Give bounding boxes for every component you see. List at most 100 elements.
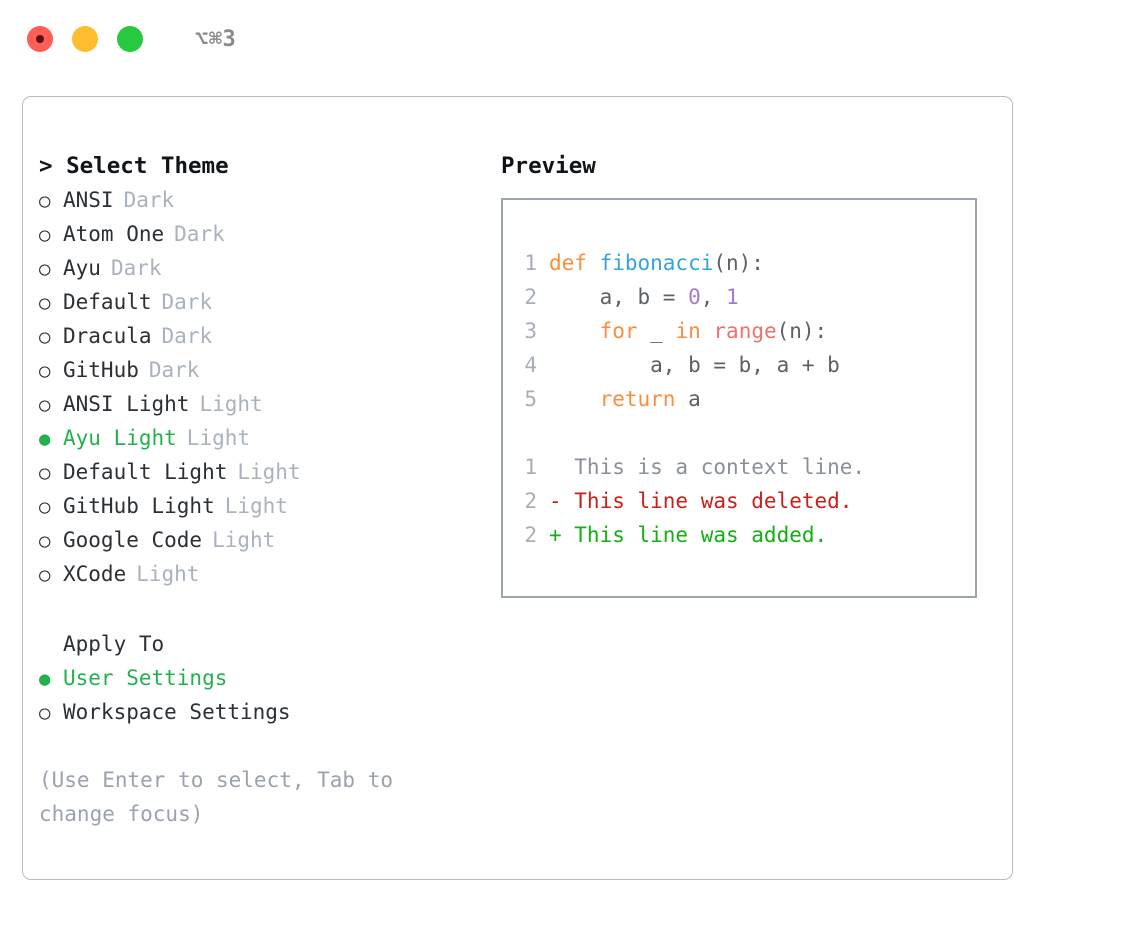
apply-to-section: Apply To ● User Settings ○ Workspace Settin… xyxy=(39,627,469,729)
code-token: return xyxy=(599,387,676,411)
theme-option-label: Google Code xyxy=(63,528,203,552)
code-token: def xyxy=(549,251,600,275)
traffic-lights xyxy=(27,26,143,52)
code-line: 3 for _ in range(n): xyxy=(503,314,975,348)
theme-option-label: GitHub xyxy=(63,358,139,382)
keyboard-hint-text: (Use Enter to select, Tab to change focu… xyxy=(39,768,406,826)
diff-line-text: - This line was deleted. xyxy=(549,489,853,513)
preview-spacer xyxy=(503,416,975,450)
code-token xyxy=(549,387,600,411)
theme-option-3[interactable]: ○ Default Dark xyxy=(39,285,469,319)
code-token xyxy=(549,319,600,343)
theme-option-label: Ayu Light xyxy=(63,426,177,450)
radio-unselected-icon: ○ xyxy=(39,462,51,484)
radio-unselected-icon: ○ xyxy=(39,360,51,382)
code-token: a xyxy=(675,387,701,411)
diff-line: 2 - This line was deleted. xyxy=(503,484,975,518)
theme-option-tag: Light xyxy=(186,426,251,450)
theme-option-tag: Light xyxy=(212,528,276,552)
radio-unselected-icon: ○ xyxy=(39,496,51,518)
theme-option-7[interactable]: ● Ayu Light Light xyxy=(39,421,469,455)
theme-option-label: XCode xyxy=(63,562,127,586)
radio-unselected-icon: ○ xyxy=(39,190,51,212)
code-token xyxy=(701,319,714,343)
code-token: range xyxy=(713,319,777,343)
theme-option-label: GitHub Light xyxy=(63,494,215,518)
theme-option-9[interactable]: ○ GitHub Light Light xyxy=(39,489,469,523)
code-line: 5 return a xyxy=(503,382,975,416)
title-bar: ⌥⌘3 xyxy=(0,0,1140,78)
theme-option-tag: Light xyxy=(224,494,288,518)
theme-option-0[interactable]: ○ ANSI Dark xyxy=(39,183,469,217)
apply-to-option-label: Workspace Settings xyxy=(63,700,291,724)
theme-option-tag: Dark xyxy=(123,188,175,212)
apply-to-option-0[interactable]: ● User Settings xyxy=(39,661,469,695)
code-line-text: def fibonacci(n): xyxy=(549,246,764,280)
code-token: 0 xyxy=(688,285,701,309)
code-token: fibonacci xyxy=(599,251,714,275)
code-line: 2 a, b = 0, 1 xyxy=(503,280,975,314)
theme-option-tag: Light xyxy=(237,460,301,484)
caret-marker: > xyxy=(39,153,53,179)
code-token: , xyxy=(700,285,727,309)
theme-option-tag: Dark xyxy=(161,290,213,314)
select-theme-heading: > Select Theme xyxy=(39,149,469,183)
radio-unselected-icon: ○ xyxy=(39,394,51,416)
code-line-number: 1 xyxy=(524,251,537,275)
apply-to-option-label: User Settings xyxy=(63,666,228,690)
code-token: (n): xyxy=(776,319,828,343)
radio-unselected-icon: ○ xyxy=(39,224,51,246)
theme-option-10[interactable]: ○ Google Code Light xyxy=(39,523,469,557)
theme-option-label: Default Light xyxy=(63,460,228,484)
theme-option-tag: Dark xyxy=(161,324,213,348)
radio-selected-icon: ● xyxy=(39,668,51,690)
theme-option-label: Ayu xyxy=(63,256,101,280)
radio-selected-icon: ● xyxy=(39,428,51,450)
code-line-number: 4 xyxy=(524,353,537,377)
code-line-number: 3 xyxy=(524,319,537,343)
diff-line-number: 2 xyxy=(524,489,537,513)
theme-option-tag: Light xyxy=(199,392,263,416)
theme-option-4[interactable]: ○ Dracula Dark xyxy=(39,319,469,353)
apply-to-option-list[interactable]: ● User Settings ○ Workspace Settings xyxy=(39,661,469,729)
theme-option-label: ANSI xyxy=(63,188,114,212)
radio-unselected-icon: ○ xyxy=(39,702,51,724)
code-token: a, b = xyxy=(549,285,689,309)
code-line-text: return a xyxy=(549,382,701,416)
diff-line-text: + This line was added. xyxy=(549,523,828,547)
theme-option-label: Dracula xyxy=(63,324,152,348)
theme-option-tag: Dark xyxy=(174,222,225,246)
code-token: in xyxy=(675,319,701,343)
code-line-text: a, b = b, a + b xyxy=(549,348,840,382)
code-line-text: for _ in range(n): xyxy=(549,314,828,348)
diff-line-number: 1 xyxy=(524,455,537,479)
radio-unselected-icon: ○ xyxy=(39,326,51,348)
theme-option-tag: Light xyxy=(136,562,200,586)
radio-unselected-icon: ○ xyxy=(39,530,51,552)
theme-option-label: Default xyxy=(63,290,152,314)
select-theme-label: Select Theme xyxy=(66,153,229,179)
code-line-number: 5 xyxy=(524,387,537,411)
code-line: 4 a, b = b, a + b xyxy=(503,348,975,382)
minimize-window-button[interactable] xyxy=(72,26,98,52)
apply-to-option-1[interactable]: ○ Workspace Settings xyxy=(39,695,469,729)
diff-line-text: This is a context line. xyxy=(549,455,866,479)
apply-to-heading: Apply To xyxy=(63,632,165,656)
theme-option-8[interactable]: ○ Default Light Light xyxy=(39,455,469,489)
code-line-text: a, b = 0, 1 xyxy=(549,280,739,314)
maximize-window-button[interactable] xyxy=(117,26,143,52)
radio-unselected-icon: ○ xyxy=(39,292,51,314)
code-line-number: 2 xyxy=(524,285,537,309)
close-window-button[interactable] xyxy=(27,26,53,52)
